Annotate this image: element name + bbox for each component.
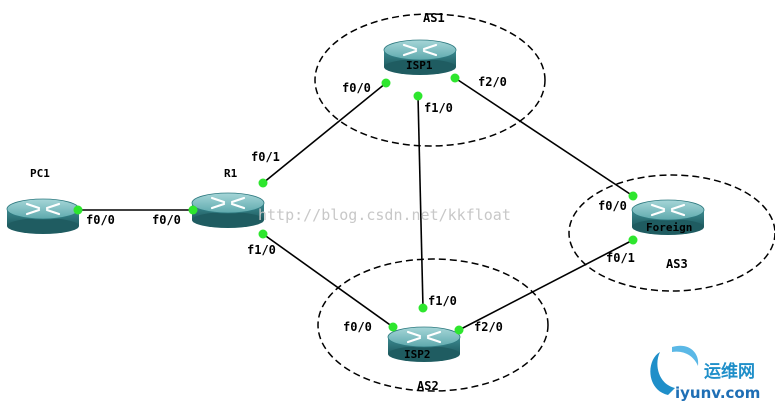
- port-dot[interactable]: [628, 191, 638, 201]
- if-label-isp1-f0-0: f0/0: [342, 81, 371, 95]
- port-dots: [73, 73, 638, 335]
- if-label-pc1-f0-0: f0/0: [86, 213, 115, 227]
- link-r1-isp2: [262, 233, 394, 328]
- router-arrows-icon: [25, 202, 61, 216]
- link-r1-isp1: [262, 82, 387, 184]
- router-r1[interactable]: [191, 192, 265, 228]
- port-dot[interactable]: [258, 229, 268, 239]
- router-name-pc1: PC1: [30, 167, 50, 180]
- router-name-r1: R1: [224, 167, 238, 180]
- if-label-isp2-f1-0: f1/0: [428, 294, 457, 308]
- port-dot[interactable]: [413, 91, 423, 101]
- router-pc1[interactable]: [6, 198, 80, 234]
- as-label-as3: AS3: [666, 257, 688, 271]
- router-name-isp1: ISP1: [406, 59, 433, 72]
- link-isp2-foreign: [458, 239, 634, 331]
- as-label-as2: AS2: [417, 379, 439, 393]
- if-label-r1-f0-1: f0/1: [251, 150, 280, 164]
- link-isp1-isp2: [417, 95, 424, 309]
- port-dot[interactable]: [418, 303, 428, 313]
- router-arrows-icon: [650, 203, 686, 217]
- port-dot[interactable]: [73, 205, 83, 215]
- link-isp1-foreign: [454, 77, 634, 197]
- if-label-isp2-f2-0: f2/0: [474, 320, 503, 334]
- as-label-as1: AS1: [423, 11, 445, 25]
- port-dot[interactable]: [381, 78, 391, 88]
- if-label-isp1-f1-0: f1/0: [424, 101, 453, 115]
- links: [78, 77, 634, 331]
- port-dot[interactable]: [450, 73, 460, 83]
- port-dot[interactable]: [628, 235, 638, 245]
- if-label-isp2-f0-0: f0/0: [343, 320, 372, 334]
- as-boundary-as3: [568, 174, 775, 292]
- router-name-foreign: Foreign: [646, 221, 692, 234]
- if-label-foreign-f0-0: f0/0: [598, 199, 627, 213]
- port-dot[interactable]: [258, 178, 268, 188]
- port-dot[interactable]: [454, 325, 464, 335]
- router-isp1[interactable]: [383, 39, 457, 75]
- router-isp2[interactable]: [387, 326, 461, 362]
- port-dot[interactable]: [188, 205, 198, 215]
- if-label-isp1-f2-0: f2/0: [478, 75, 507, 89]
- as-boundary-as2: [317, 258, 549, 392]
- site-logo[interactable]: 运维网 iyunv.com: [650, 345, 760, 402]
- router-foreign[interactable]: [631, 199, 705, 235]
- logo-mark-icon: [650, 345, 699, 395]
- watermark: http://blog.csdn.net/kkfloat: [258, 206, 511, 224]
- port-dot[interactable]: [388, 322, 398, 332]
- router-arrows-icon: [406, 330, 442, 344]
- if-label-r1-f1-0: f1/0: [247, 243, 276, 257]
- as-boundary-as1: [314, 13, 546, 147]
- logo-en-text: iyunv.com: [675, 384, 760, 402]
- logo-cn-text: 运维网: [704, 361, 755, 382]
- if-label-foreign-f0-1: f0/1: [606, 251, 635, 265]
- router-arrows-icon: [210, 196, 246, 210]
- if-label-r1-f0-0: f0/0: [152, 213, 181, 227]
- router-arrows-icon: [402, 43, 438, 57]
- router-name-isp2: ISP2: [404, 348, 431, 361]
